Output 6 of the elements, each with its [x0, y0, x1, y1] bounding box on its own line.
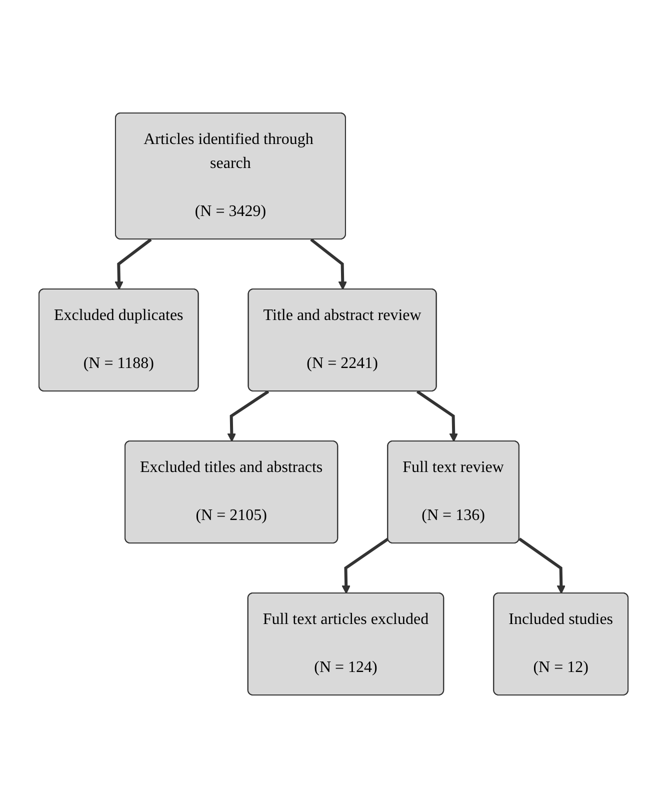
arrow [518, 538, 566, 594]
arrow [310, 238, 348, 290]
arrow [342, 538, 389, 594]
arrow [227, 390, 270, 442]
arrow [114, 238, 152, 290]
arrow [416, 390, 458, 442]
